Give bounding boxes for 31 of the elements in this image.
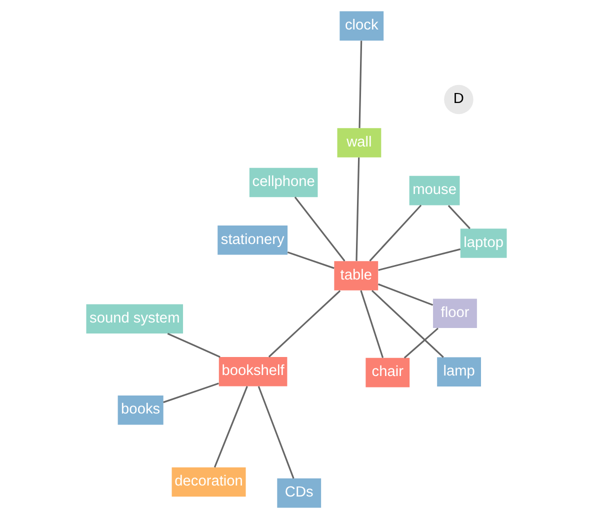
node-box: stationery (218, 226, 288, 255)
node-box: mouse (409, 176, 460, 206)
connector (356, 157, 360, 261)
node-box: sound system (86, 304, 184, 334)
node-box: clock (340, 11, 384, 41)
connector (214, 386, 248, 468)
node-box: table (334, 261, 378, 290)
node-box: laptop (460, 228, 507, 258)
node-box: chair (366, 358, 410, 388)
connector (369, 204, 422, 262)
connector (404, 328, 439, 358)
node-box: decoration (172, 467, 246, 497)
connector (268, 290, 341, 358)
connector (371, 290, 444, 358)
node-box: bookshelf (218, 357, 288, 386)
connector (258, 386, 294, 479)
connector (378, 248, 461, 271)
node-box: books (118, 395, 164, 425)
connector (358, 40, 362, 128)
connector (167, 332, 220, 358)
connector (163, 382, 219, 404)
connector (448, 204, 470, 230)
node-box: floor (433, 298, 477, 328)
connector (378, 283, 434, 306)
node-box: lamp (437, 357, 481, 387)
connector (287, 251, 334, 269)
connector (294, 196, 346, 262)
node-box: cellphone (249, 168, 318, 198)
connector (360, 290, 384, 358)
node-box: CDs (277, 478, 322, 508)
node-box: wall (337, 128, 382, 158)
